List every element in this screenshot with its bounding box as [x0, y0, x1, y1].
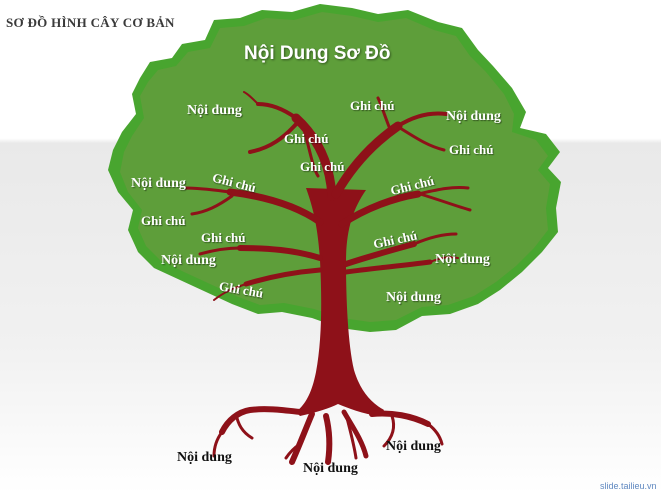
root-label: Nội dung: [386, 439, 441, 454]
canopy-label: Nội dung: [435, 252, 490, 267]
trunk: [296, 188, 384, 416]
roots: [212, 406, 444, 465]
canopy-label: Nội dung: [161, 253, 216, 268]
slide-title: SƠ ĐỒ HÌNH CÂY CƠ BẢN: [6, 15, 175, 30]
canopy-label: Ghi chú: [141, 213, 186, 228]
root-label: Nội dung: [303, 461, 358, 476]
canopy-fill: [120, 12, 550, 322]
canopy-label: Ghi chú: [284, 131, 329, 146]
root-label: Nội dung: [177, 450, 232, 465]
canopy-label: Ghi chú: [201, 230, 246, 245]
watermark: slide.tailieu.vn: [600, 481, 657, 491]
trunk-and-branches: [184, 91, 472, 416]
canopy-label: Ghi chú: [350, 98, 395, 113]
canopy-label: Nội dung: [386, 290, 441, 305]
canopy-label: Nội dung: [131, 176, 186, 191]
canopy-label: Nội dung: [446, 109, 501, 124]
canopy-label: Nội dung: [187, 103, 242, 118]
canopy-label: Ghi chú: [300, 159, 345, 174]
canopy-label: Ghi chú: [449, 142, 494, 157]
diagram-heading: Nội Dung Sơ Đồ: [244, 43, 391, 64]
